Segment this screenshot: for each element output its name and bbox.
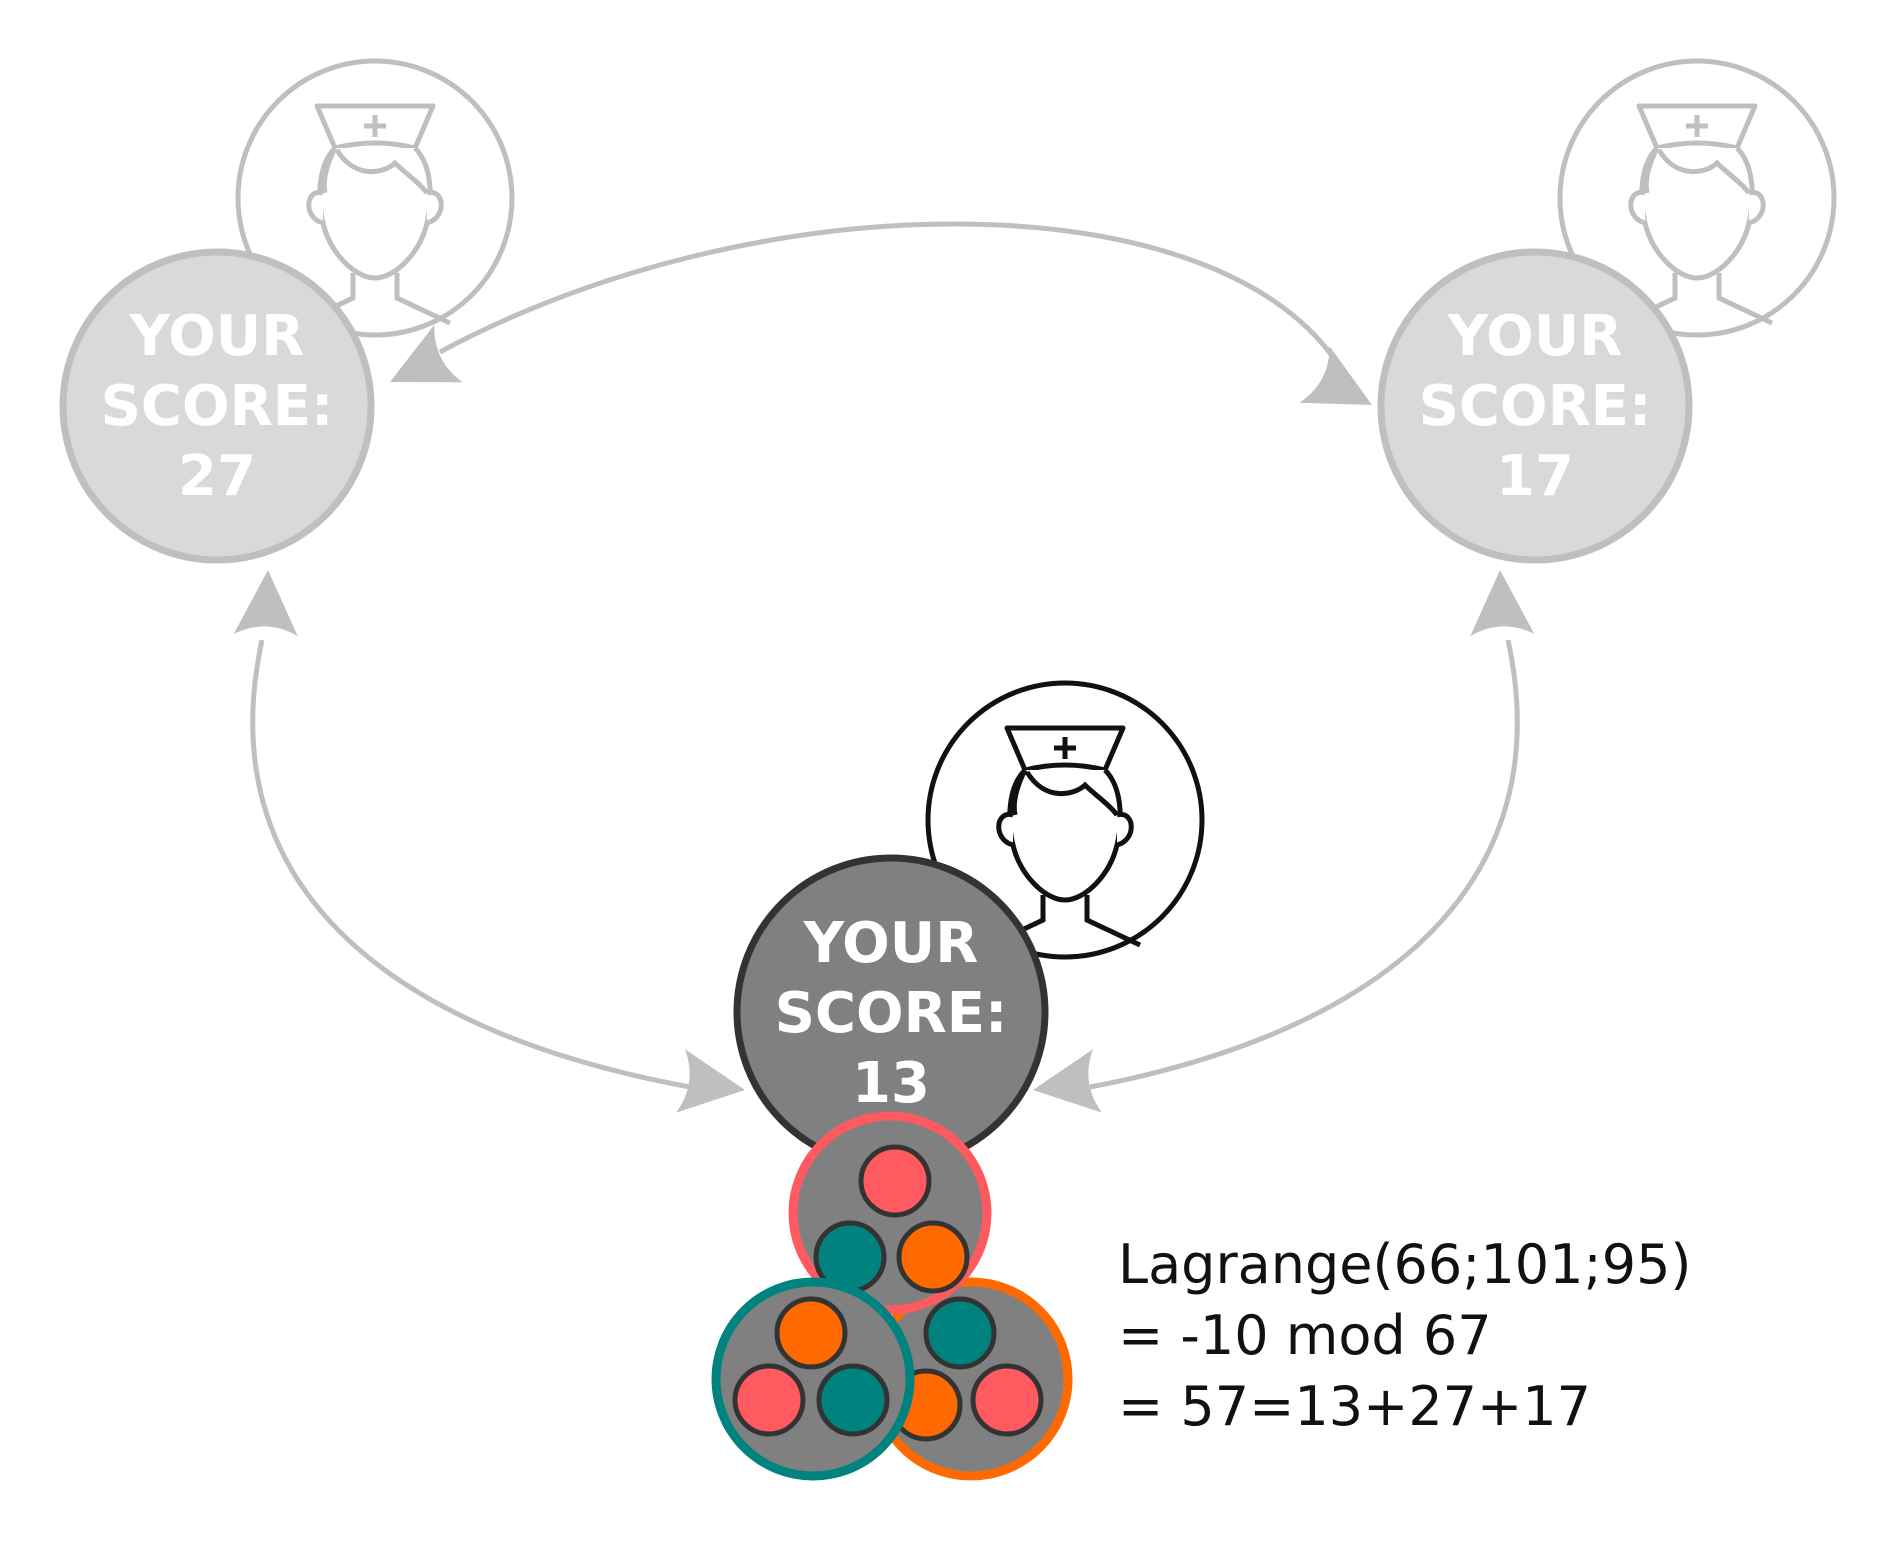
share-teal xyxy=(711,1277,915,1481)
score-label-line2: SCORE: xyxy=(1419,374,1652,439)
edge-left-right xyxy=(375,221,1388,434)
participant-node-left: YOUR SCORE: 27 xyxy=(59,61,512,564)
score-label-line1: YOUR xyxy=(129,304,305,369)
score-label-line1: YOUR xyxy=(803,911,979,976)
arrowhead-icon xyxy=(1299,346,1388,434)
secret-shares-cluster xyxy=(711,1111,1073,1481)
arrowhead-icon xyxy=(1468,568,1535,637)
score-value: 27 xyxy=(178,444,256,509)
arrowhead-icon xyxy=(375,324,463,411)
participant-node-bottom: YOUR SCORE: 13 xyxy=(733,683,1202,1170)
participant-node-right: YOUR SCORE: 17 xyxy=(1377,61,1834,564)
score-value: 13 xyxy=(852,1051,930,1116)
arrowhead-icon xyxy=(233,568,300,637)
score-label-line2: SCORE: xyxy=(775,981,1008,1046)
share-orange xyxy=(869,1277,1073,1481)
edge-right-bottom xyxy=(1028,568,1535,1122)
formula-line3: = 57=13+27+17 xyxy=(1118,1375,1591,1438)
score-circle xyxy=(1377,248,1693,564)
edge-left-bottom xyxy=(233,568,750,1122)
share-red xyxy=(788,1111,992,1315)
formula-line1: Lagrange(66;101;95) xyxy=(1118,1233,1692,1296)
formula-line2: = -10 mod 67 xyxy=(1118,1304,1492,1367)
score-circle xyxy=(59,248,375,564)
score-value: 17 xyxy=(1496,444,1574,509)
score-label-line1: YOUR xyxy=(1447,304,1623,369)
lagrange-formula: Lagrange(66;101;95) = -10 mod 67 = 57=13… xyxy=(1118,1233,1692,1438)
score-label-line2: SCORE: xyxy=(101,374,334,439)
